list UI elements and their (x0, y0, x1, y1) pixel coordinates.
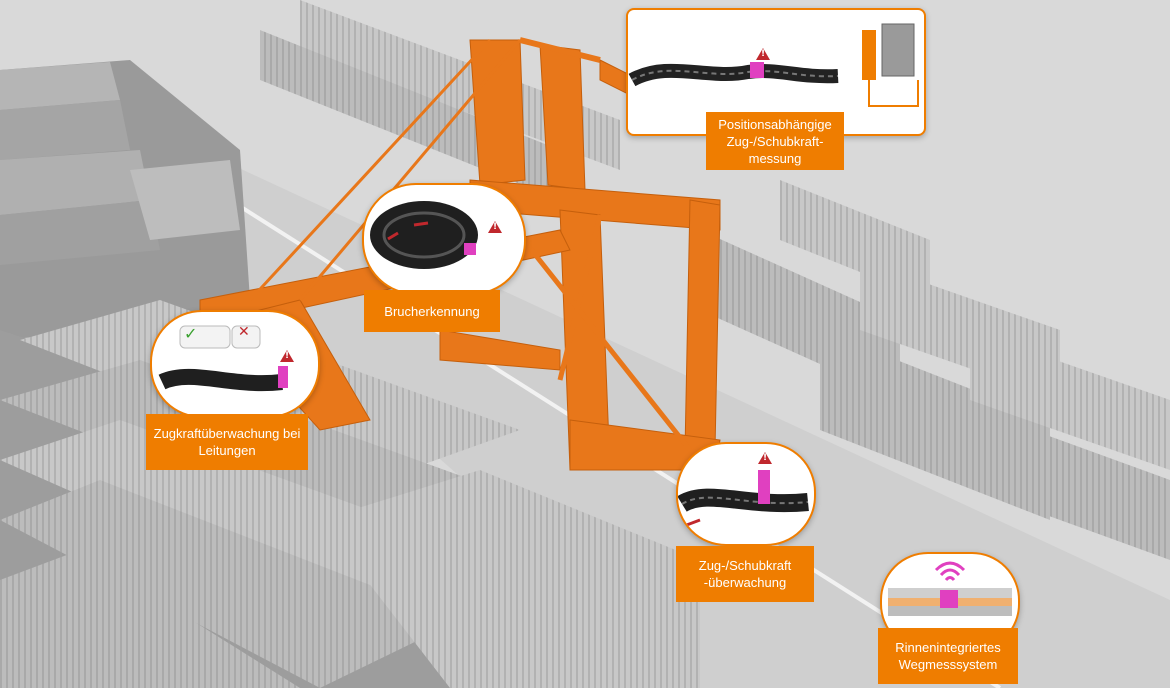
warning-icon (758, 452, 772, 464)
cross-icon: ✕ (238, 324, 250, 340)
callout-break-detection (362, 183, 526, 295)
trough-measurement-illustration (888, 588, 1012, 616)
label-position-measurement: Positionsabhängige Zug-/Schubkraft- mess… (706, 112, 844, 170)
callout-push-pull-monitoring (676, 442, 816, 546)
callout-position-measurement (626, 8, 926, 136)
label-cable-tension: Zugkraftüberwachung bei Leitungen (146, 414, 308, 470)
warning-icon (488, 221, 502, 233)
check-icon: ✓ (184, 324, 198, 343)
warning-icon (756, 48, 770, 60)
position-measurement-illustration (628, 23, 919, 107)
label-push-pull-monitoring: Zug-/Schubkraft -überwachung (676, 546, 814, 602)
wireless-signal-icon (934, 561, 966, 582)
label-break-detection: Brucherkennung (364, 290, 500, 332)
break-detection-illustration (370, 201, 478, 269)
cable-tension-illustration (158, 325, 288, 392)
callout-cable-tension: ✓ ✕ (150, 310, 320, 418)
label-trough-measurement: Rinnenintegriertes Wegmesssystem (878, 628, 1018, 684)
push-pull-illustration (678, 470, 809, 528)
warning-icon (280, 350, 294, 362)
